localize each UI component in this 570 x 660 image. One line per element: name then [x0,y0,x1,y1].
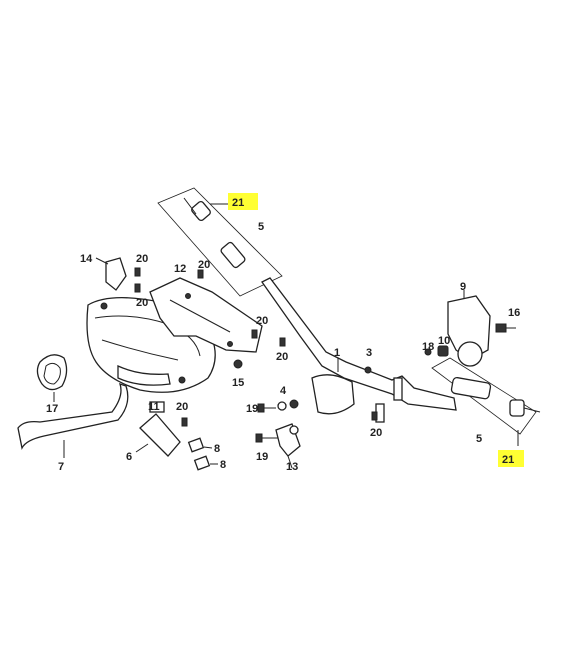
bar-end-weight-top [191,200,211,222]
upper-grip-bracket [157,187,283,297]
callout-11: 11 [148,401,160,413]
callout-17: 17 [46,403,58,415]
gasket-17 [36,354,68,402]
nut-15 [233,359,243,369]
clip-8-upper [187,437,213,453]
washer-10 [437,345,449,357]
callout-15: 15 [232,377,244,389]
callout-21-top: 21 [232,197,244,209]
trim-strip-7 [17,382,129,458]
callout-7: 7 [58,461,64,473]
bracket-14 [95,257,127,291]
screw-20-f [181,417,188,427]
master-cylinder-9 [447,290,491,367]
callout-14: 14 [80,253,93,265]
callout-19-lower: 19 [256,451,268,463]
grip-right [450,376,492,400]
bar-end-weight-right [509,399,525,417]
callout-5-top: 5 [258,221,264,233]
callout-20-a: 20 [136,253,148,265]
callout-1: 1 [334,347,340,359]
grip-top [220,241,246,269]
callout-4-top: 4 [280,385,287,397]
switch-6 [135,401,181,457]
screw-20-a [134,267,141,277]
callout-18: 18 [422,341,434,353]
callout-9: 9 [460,281,466,293]
callout-12: 12 [174,263,186,275]
nut-3-upper [289,399,299,409]
callout-20-e: 20 [276,351,288,363]
washer-4-upper [277,401,287,411]
callout-5-right: 5 [476,433,482,445]
washer-4-lower [289,425,299,435]
bolt-19-upper [257,403,276,413]
screw-20-g [371,411,378,421]
callout-20-f: 20 [176,401,188,413]
callout-20-c: 20 [198,259,210,271]
lower-grip-bracket [431,357,541,446]
callout-16: 16 [508,307,520,319]
callout-8-lower: 8 [220,459,226,471]
screw-20-b [134,283,141,293]
callout-20-g: 20 [370,427,382,439]
callout-21-right: 21 [502,454,514,466]
callout-10: 10 [438,335,450,347]
callout-20-d: 20 [256,315,268,327]
screw-20-c [197,269,204,279]
washer-18 [424,348,432,356]
callout-13: 13 [286,461,298,473]
bolt-19-lower [255,433,278,443]
callout-3-top: 3 [366,347,372,359]
rear-handlebar-cover [149,277,263,353]
screw-20-e [279,337,286,347]
callout-6: 6 [126,451,132,463]
handlebar [261,277,457,423]
callout-20-b: 20 [136,297,148,309]
callout-19-top: 19 [246,403,258,415]
bolt-16 [495,323,516,333]
callout-8-upper: 8 [214,443,220,455]
screw-20-d [251,329,258,339]
clip-8-lower [193,455,218,471]
